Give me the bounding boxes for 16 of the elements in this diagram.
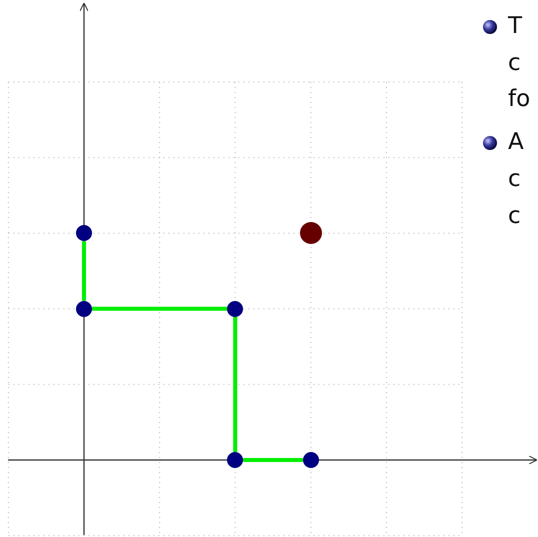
bullet-text-fragment: T (508, 13, 522, 39)
bullet-text-fragment: A (508, 129, 524, 155)
bullet-text-fragment: c (508, 166, 521, 192)
path-segment (233, 316, 238, 452)
point-marker (302, 452, 319, 468)
point-marker (227, 300, 244, 317)
path-segment (82, 241, 86, 301)
point-marker (76, 300, 92, 317)
point-marker (76, 225, 92, 242)
bullet-text-fragment: c (508, 50, 521, 76)
point-marker (300, 222, 322, 244)
point-marker (227, 452, 244, 468)
path-segment (92, 306, 228, 311)
bullet-text-fragment: fo (508, 86, 530, 112)
bullet-text-fragment: c (508, 203, 521, 229)
path-segment (243, 458, 303, 462)
